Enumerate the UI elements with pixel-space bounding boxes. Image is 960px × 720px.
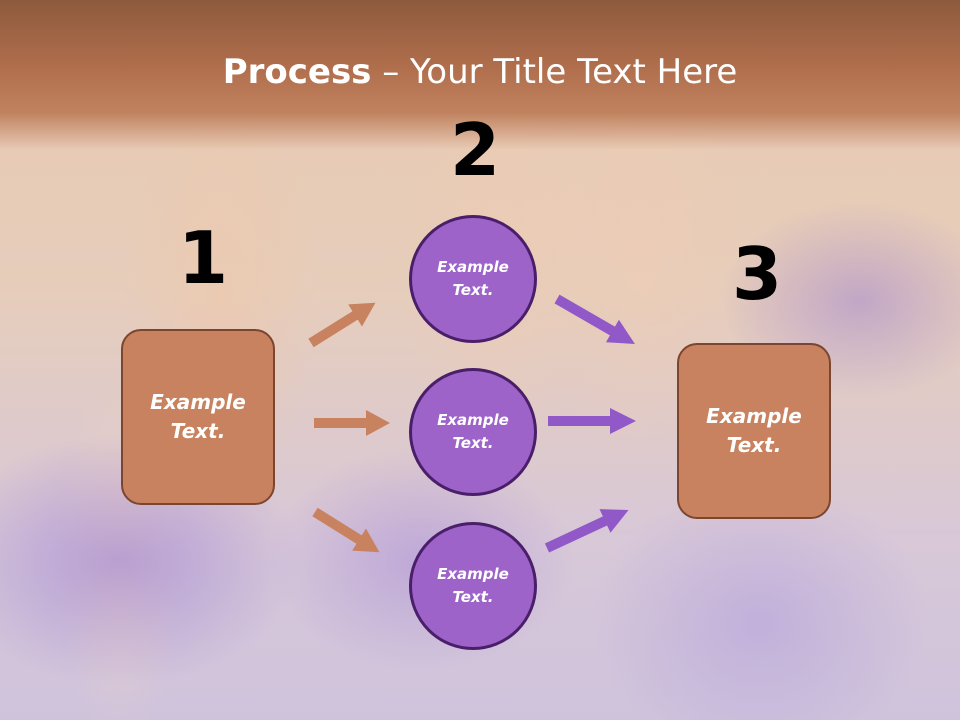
arrow-left-middle [314, 410, 390, 436]
step-2-circle-bottom: Example Text. [409, 522, 537, 650]
step-2-circle-middle: Example Text. [409, 368, 537, 496]
slide-title: Process – Your Title Text Here [0, 52, 960, 92]
step-number-2: 2 [450, 108, 501, 192]
arrow-left-down [312, 507, 380, 553]
arrow-right-up [544, 509, 629, 553]
step-1-box: Example Text. [121, 329, 275, 505]
circle-bottom-label: Example Text. [437, 565, 509, 606]
step-1-label: Example Text. [150, 390, 246, 443]
title-rest: – Your Title Text Here [371, 52, 738, 92]
step-3-label: Example Text. [706, 404, 802, 457]
step-2-circle-top: Example Text. [409, 215, 537, 343]
circle-middle-label: Example Text. [437, 411, 509, 452]
step-number-3: 3 [732, 232, 783, 316]
arrow-right-down [554, 294, 635, 344]
circle-top-label: Example Text. [437, 258, 509, 299]
arrow-right-middle [548, 408, 636, 434]
arrow-left-up [308, 302, 376, 348]
step-3-box: Example Text. [677, 343, 831, 519]
title-bold: Process [222, 52, 372, 92]
title-banner [0, 0, 960, 150]
step-number-1: 1 [178, 216, 229, 300]
